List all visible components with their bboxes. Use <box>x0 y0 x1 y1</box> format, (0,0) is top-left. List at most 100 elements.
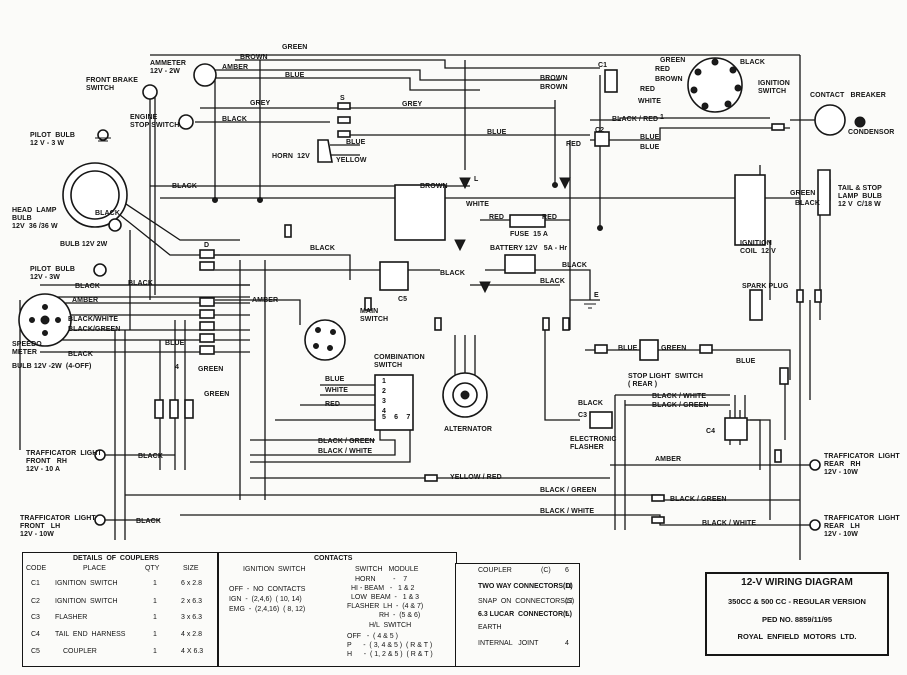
label-contact-breaker: CONTACT BREAKER <box>810 92 886 99</box>
label-front-brake: FRONT BRAKE SWITCH <box>86 77 139 92</box>
label-traf-rear-lh: TRAFFICATOR LIGHT REAR LH 12V - 10W <box>824 515 900 538</box>
traf-rear-rh-lamp <box>809 459 821 471</box>
l-connectors <box>454 177 571 294</box>
wire-label-black-engine: BLACK <box>222 116 247 123</box>
label-electronic-flasher: ELECTRONIC FLASHER <box>570 436 617 451</box>
wire-comb <box>275 384 375 421</box>
couplers-header-code: CODE <box>26 565 47 572</box>
internal-joints <box>212 182 603 231</box>
label-ign-coil: IGNITION COIL 12 V <box>740 240 776 255</box>
wire-label-black-white-rr: BLACK / WHITE <box>652 393 707 400</box>
wire-label-black-left: BLACK <box>128 280 153 287</box>
marker-e: E <box>594 292 599 299</box>
label-horn: HORN 12V <box>272 153 310 160</box>
label-traf-rear-rh: TRAFFICATOR LIGHT REAR RH 12V - 10W <box>824 453 900 476</box>
table-row: IGNITION SWITCH <box>55 580 118 587</box>
wire-label-black-bl: BLACK <box>95 210 120 217</box>
table-row: 3 x 6.3 <box>181 614 203 621</box>
table-row: TAIL END HARNESS <box>55 631 126 638</box>
wire-label-black-trb: BLACK <box>138 453 163 460</box>
wire-stop2 <box>720 349 791 380</box>
title-block-title: 12-V WIRING DIAGRAM <box>741 577 853 588</box>
wire-label-red-c2: RED <box>566 141 582 148</box>
wire-label-blue-c2b: BLUE <box>640 144 660 151</box>
wire-label-black-tr: BLACK <box>136 518 161 525</box>
wire-label-blue-c2: BLUE <box>640 134 660 141</box>
table-row: 4 X 6.3 <box>181 648 204 655</box>
battery-body <box>504 254 536 274</box>
contacts-hl-line: P - ( 3, 4 & 5 ) ( R & T ) <box>347 642 433 649</box>
wire-label-grey-b: GREY <box>402 101 423 108</box>
contacts-module-line: HORN - 7 <box>355 576 408 583</box>
label-head-lamp: HEAD LAMP BULB 12V 36 /36 W <box>12 207 58 230</box>
wire-label-brown-c1b: BROWN <box>540 84 568 91</box>
bulb-12v-2w <box>108 218 122 232</box>
wire-label-green-c1: GREEN <box>660 57 686 64</box>
symbol-row-qty: 5 <box>565 611 569 618</box>
d-connectors <box>154 249 789 419</box>
couplers-table: DETAILS OF COUPLERS CODE PLACE QTY SIZE … <box>22 552 218 667</box>
c4-coupler <box>724 417 748 441</box>
wire-label-amber-mid: AMBER <box>252 297 279 304</box>
c2-coupler <box>594 131 610 147</box>
symbol-row-qty: 4 <box>565 640 569 647</box>
tail-lamp-body <box>817 169 831 216</box>
label-stop-light-switch: STOP LIGHT SWITCH ( REAR ) <box>628 373 704 388</box>
wire-label-brown-mid: BROWN <box>420 183 448 190</box>
wire-label-blue-mid: BLUE <box>487 129 507 136</box>
wire-label-green-stop: GREEN <box>661 345 687 352</box>
wire-label-black-white-long: BLACK / WHITE <box>540 508 595 515</box>
wire-label-black-sw: BLACK <box>310 245 335 252</box>
table-row: C1 <box>31 580 40 587</box>
table-row: 1 <box>153 598 157 605</box>
ignition-coil-body <box>734 174 766 246</box>
wire-label-blue-top: BLUE <box>285 72 305 79</box>
wire-horn <box>330 144 360 156</box>
label-ign-switch: IGNITION SWITCH <box>758 80 790 95</box>
label-traf-front-lh: TRAFFICATOR LIGHT FRONT LH 12V - 10W <box>20 515 96 538</box>
table-row: 1 <box>153 580 157 587</box>
contacts-hl-line: H - ( 1, 2 & 5 ) ( R & T ) <box>347 651 433 658</box>
couplers-header-size: SIZE <box>183 565 199 572</box>
label-comb-1: 1 <box>382 378 386 385</box>
wire-label-amber-left: AMBER <box>72 297 99 304</box>
table-row: 1 <box>153 631 157 638</box>
title-block-ped: PED NO. 8859/11/95 <box>761 615 833 624</box>
contacts-ign-header: IGNITION SWITCH <box>243 566 306 573</box>
label-bulb-12v-2w: BULB 12V 2W <box>60 241 108 248</box>
label-alternator: ALTERNATOR <box>444 426 493 433</box>
wire-label-red-fuse-r: RED <box>542 214 558 221</box>
wire-label-yellow-horn: YELLOW <box>336 157 367 164</box>
s-connectors <box>284 102 822 524</box>
wire-label-blue-ign: BLUE <box>736 358 756 365</box>
wire-label-grey-a: GREY <box>250 100 271 107</box>
wire-label-black-green-r: BLACK / GREEN <box>670 496 727 503</box>
head-lamp-inner <box>70 170 120 220</box>
contacts-module-line: HI - BEAM - 1 & 2 <box>351 585 415 592</box>
stop-light-switch <box>639 339 659 361</box>
ignition-switch-pins <box>690 58 742 110</box>
table-row: 4 x 2.8 <box>181 631 203 638</box>
condensor-body <box>854 116 866 128</box>
table-row: 1 <box>153 648 157 655</box>
wire-label-yellow-red: YELLOW / RED <box>450 474 502 481</box>
contacts-table: CONTACTS IGNITION SWITCH OFF - NO CONTAC… <box>218 552 457 667</box>
label-main-switch: MAIN SWITCH <box>360 308 389 323</box>
engine-stop-symbol <box>178 114 194 130</box>
title-block: 12-V WIRING DIAGRAM 350CC & 500 CC - REG… <box>705 572 889 656</box>
wire-label-red-comb: RED <box>325 401 341 408</box>
label-speedo-bulb: BULB 12V -2W (4-OFF) <box>12 363 92 370</box>
title-block-version: 350CC & 500 CC - REGULAR VERSION <box>728 597 866 606</box>
contacts-title: CONTACTS <box>314 555 353 562</box>
marker-d: D <box>204 242 210 249</box>
table-row: 2 x 6.3 <box>181 598 203 605</box>
wire-label-green-top: GREEN <box>282 44 308 51</box>
table-row: FLASHER <box>55 614 88 621</box>
table-row: C3 <box>31 614 40 621</box>
wire-label-red-c1b: RED <box>640 86 656 93</box>
contacts-hl-line: OFF - ( 4 & 5 ) <box>347 633 398 640</box>
label-pilot-bulb-top: PILOT BULB 12 V - 3 W <box>30 132 76 147</box>
wire-c3 <box>544 320 580 421</box>
label-c2: C2 <box>595 127 605 134</box>
symbol-row-label: EARTH <box>478 624 502 631</box>
